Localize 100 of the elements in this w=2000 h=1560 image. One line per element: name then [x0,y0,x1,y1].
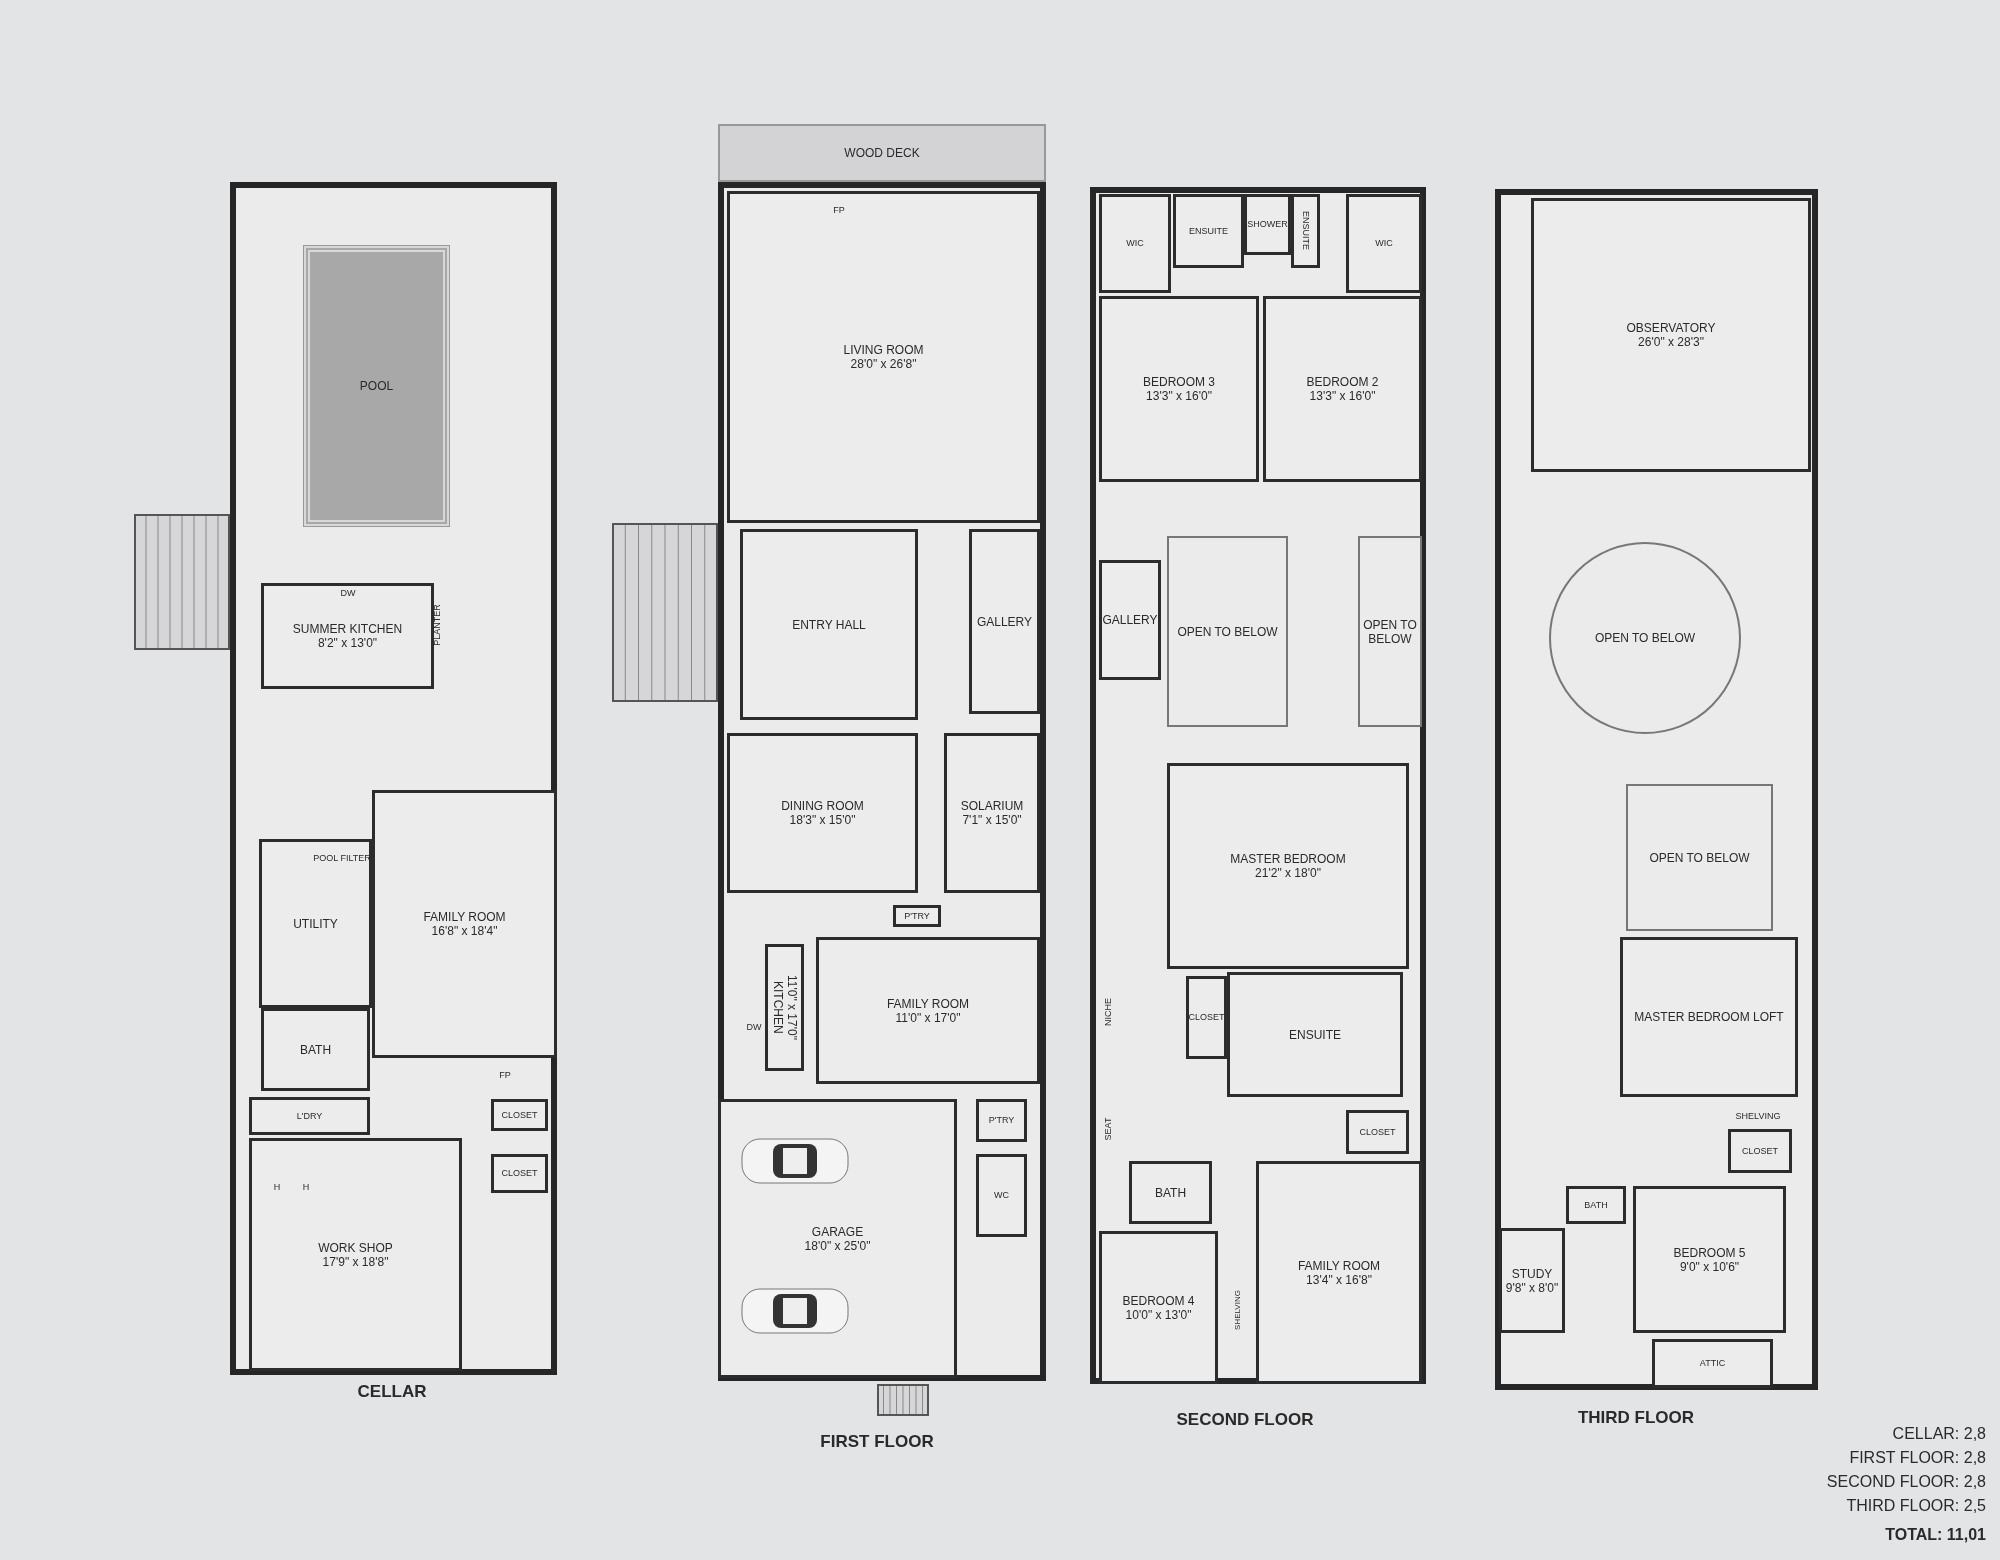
room-name: SHOWER [1247,219,1288,230]
room-name: OPEN TO BELOW [1362,617,1418,646]
room-name: WIC [1126,238,1144,249]
room-name: SOLARIUM [960,799,1024,813]
room-name: DINING ROOM [781,799,864,813]
room-name: ENSUITE [1289,1027,1341,1042]
room-area [1099,560,1161,680]
room-area [249,1138,462,1371]
room-area [727,733,918,893]
room-name: OPEN TO BELOW [1594,631,1696,645]
room-area [261,1008,370,1091]
room-dimensions: 13'3" x 16'0" [1309,389,1376,403]
room-name: OPEN TO BELOW [1177,624,1278,639]
room-name: GALLERY [1102,613,1158,627]
room-dimensions: 8'2" x 13'0" [317,636,378,650]
room-name: CLOSET [501,1109,538,1121]
room-name: BEDROOM 5 [1673,1245,1746,1260]
room-area [893,905,941,927]
room-name: LIVING ROOM [843,343,924,357]
room-dimensions: 16'8" x 18'4" [431,924,498,938]
room-name: WIC [1375,238,1393,249]
room-area [249,1097,370,1135]
room-area [1099,1231,1218,1384]
room-name: BATH [1154,1185,1187,1200]
room-area [1263,296,1422,482]
room-dimensions: 21'2" x 18'0" [1255,866,1321,880]
room-area [1633,1186,1786,1333]
room-area [1566,1186,1626,1224]
room-dimensions: 7'1" x 15'0" [962,813,1022,827]
area-total: CELLAR: 2,8 [1892,1425,1986,1443]
floor-title: SECOND FLOOR [1176,1410,1314,1430]
room-area [1256,1161,1422,1384]
room-name: MASTER BEDROOM [1230,852,1346,866]
area-total: THIRD FLOOR: 2,5 [1846,1497,1986,1515]
room-dimensions: 13'4" x 16'8" [1306,1272,1372,1287]
area-total: SECOND FLOOR: 2,8 [1826,1473,1986,1491]
room-area [1652,1339,1773,1388]
room-name: KITCHEN [770,981,785,1034]
room-name: FAMILY ROOM [1297,1258,1381,1273]
room-area [1291,194,1320,268]
room-name: CLOSET [1742,1145,1778,1157]
room-name: CLOSET [1359,1126,1396,1138]
room-area [740,529,918,720]
room-name: WC [994,1190,1009,1201]
room-area [1728,1129,1792,1173]
fixture-label: FP [833,205,845,215]
room-name: ATTIC [1699,1358,1726,1369]
fixture-label: SHELVING [1232,1290,1242,1330]
room-area [976,1099,1027,1142]
room-dimensions: 10'0" x 13'0" [1125,1307,1192,1322]
room-area [1099,194,1171,293]
room-name: OPEN TO BELOW [1649,850,1750,865]
room-area [1173,194,1244,268]
fixture-label: SEAT [1103,1117,1113,1141]
room-area [491,1099,548,1131]
room-dimensions: 18'0" x 25'0" [804,1238,871,1253]
room-dimensions: 9'8" x 8'0" [1505,1280,1559,1295]
room-area [491,1154,548,1193]
fixture-label: FP [499,1070,511,1080]
room-area [1499,1228,1565,1333]
floor-title: FIRST FLOOR [820,1432,934,1452]
floor-title: THIRD FLOOR [1577,1408,1695,1428]
room-area [944,733,1040,893]
room-name: ENTRY HALL [792,617,866,632]
room-name: BATH [1584,1199,1608,1211]
room-area [816,937,1040,1084]
room-name: BATH [299,1042,332,1057]
room-dimensions: 17'9" x 18'8" [322,1254,389,1269]
room-area [1186,976,1227,1059]
room-name: P'TRY [904,910,930,922]
room-area [1244,194,1291,255]
room-area [765,944,804,1071]
fixture-label: H [273,1182,281,1192]
room-area [1099,296,1259,482]
room-dimensions: 28'0" x 26'8" [850,357,917,371]
room-name: BEDROOM 4 [1122,1293,1195,1308]
room-name: MASTER BEDROOM LOFT [1634,1010,1784,1024]
room-area [718,1099,957,1378]
room-dimensions: 26'0" x 28'3" [1638,335,1704,349]
room-area [976,1154,1027,1237]
room-name: CLOSET [501,1168,538,1179]
room-name: BEDROOM 2 [1306,375,1379,389]
fixture-label: POOL FILTER [313,853,371,863]
fixture-label: H [302,1182,310,1192]
room-name: POOL [359,379,394,393]
fixture-label: PLANTER [432,604,442,646]
room-name: OBSERVATORY [1626,321,1716,335]
room-name: L'DRY [296,1110,323,1122]
room-area [1620,937,1798,1097]
floor-title: CELLAR [357,1382,427,1402]
room-name: FAMILY ROOM [886,996,970,1011]
room-name: ENSUITE [1300,211,1311,251]
deck-area [718,124,1046,182]
room-name: WOOD DECK [844,146,920,160]
room-name: ENSUITE [1189,225,1228,237]
area-total: FIRST FLOOR: 2,8 [1849,1449,1986,1467]
room-name: STUDY [1511,1266,1553,1281]
room-area [1227,972,1403,1097]
room-name: WORK SHOP [318,1240,393,1255]
fixture-label: SHELVING [1735,1111,1781,1121]
